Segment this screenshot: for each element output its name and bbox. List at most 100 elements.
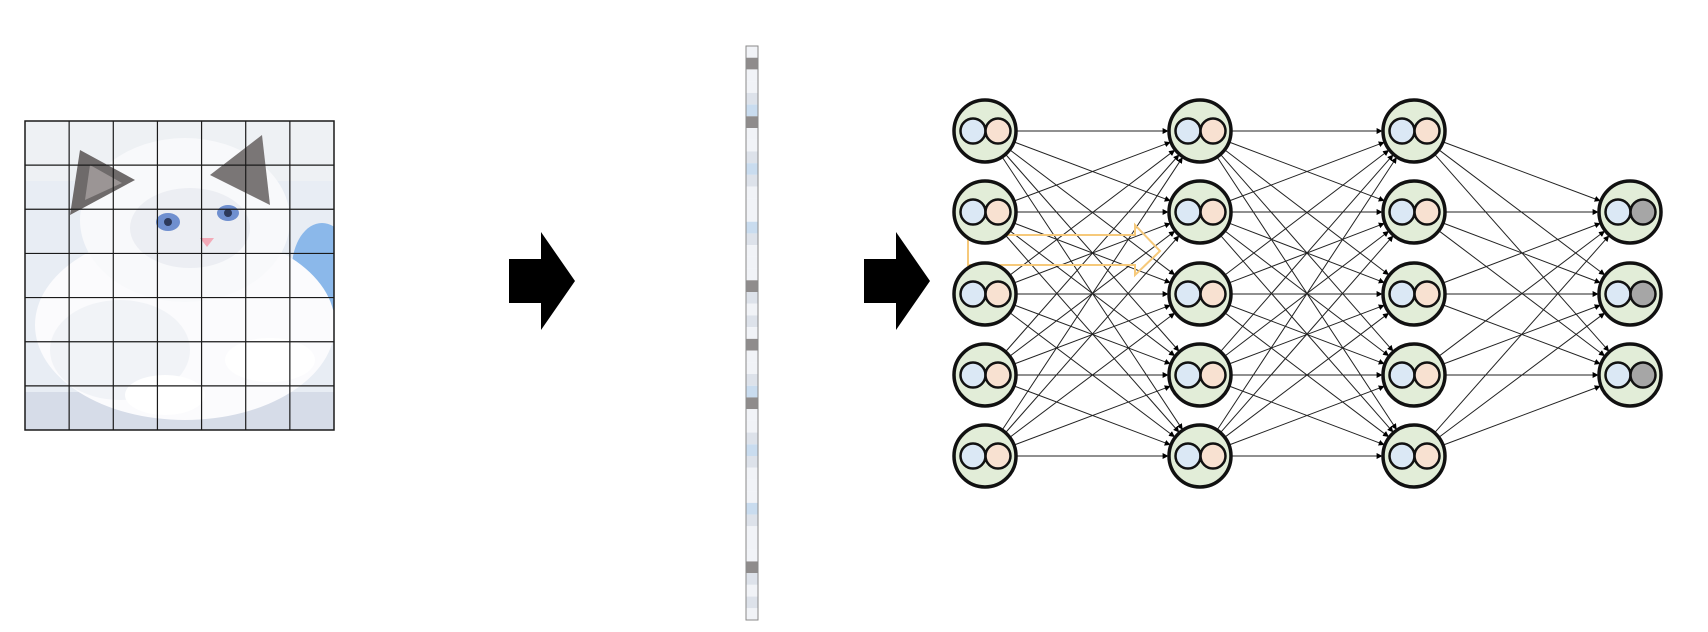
vector-cell [746,561,758,573]
vector-cell [746,315,758,327]
vector-cell [746,198,758,210]
neuron-weight-circle [1176,363,1201,388]
neuron-weight-circle [1390,282,1415,307]
vector-cell [746,105,758,117]
neuron-weight-circle [961,282,986,307]
vector-cell [746,304,758,316]
vector-cell [746,233,758,245]
neuron-weight-circle [1176,282,1201,307]
neuron-activation-circle [1415,363,1440,388]
vector-cell [746,386,758,398]
vector-cell [746,351,758,363]
vector-cell [746,479,758,491]
neuron-weight-circle [1606,363,1631,388]
vector-cell [746,58,758,70]
output-neuron [1599,263,1661,325]
vector-cell [746,456,758,468]
neuron [1383,100,1445,162]
neuron [954,181,1016,243]
neuron-activation-circle [986,119,1011,144]
neuron-activation-circle [986,200,1011,225]
neuron [954,344,1016,406]
neuron-activation-circle [1631,363,1656,388]
neuron-activation-circle [1631,200,1656,225]
kitten-right-pupil [224,209,232,217]
neuron [954,425,1016,487]
vector-cell [746,140,758,152]
vector-cell [746,608,758,620]
output-neuron [1599,181,1661,243]
vector-cell [746,187,758,199]
vector-cell [746,151,758,163]
vector-cell [746,397,758,409]
vector-cell [746,515,758,527]
neuron [954,263,1016,325]
neuron-weight-circle [1606,200,1631,225]
input-image [25,121,352,430]
kitten-left-paw [125,375,205,415]
output-neuron [1599,344,1661,406]
neuron-activation-circle [1415,444,1440,469]
neuron-weight-circle [961,444,986,469]
vector-cell [746,269,758,281]
vector-cell [746,585,758,597]
right-arrow-icon [509,232,575,330]
vector-cell [746,597,758,609]
neuron-activation-circle [1201,119,1226,144]
vector-cell [746,116,758,128]
neuron-weight-circle [961,200,986,225]
vector-cell [746,292,758,304]
vector-cell [746,257,758,269]
vector-cell [746,468,758,480]
flattened-vector [746,46,758,620]
right-arrow-icon [864,232,930,330]
neuron-activation-circle [1415,200,1440,225]
neuron-activation-circle [1631,282,1656,307]
network-edges [1002,131,1609,456]
neuron-weight-circle [1176,119,1201,144]
vector-cell [746,503,758,515]
vector-cell [746,538,758,550]
neuron [1169,425,1231,487]
neuron-activation-circle [1201,282,1226,307]
neuron-weight-circle [961,119,986,144]
neuron-activation-circle [986,282,1011,307]
vector-cell [746,433,758,445]
vector-cell [746,128,758,140]
vector-cell [746,491,758,503]
vector-cell [746,46,758,58]
vector-cell [746,69,758,81]
neuron-activation-circle [1415,282,1440,307]
vector-cell [746,280,758,292]
neuron [1383,263,1445,325]
kitten-right-paw [225,338,315,382]
neuron-weight-circle [1390,444,1415,469]
vector-cell [746,526,758,538]
vector-cell [746,409,758,421]
neuron [1383,425,1445,487]
vector-cell [746,163,758,175]
kitten-face-mask [130,188,250,268]
vector-cell [746,362,758,374]
neuron [1169,263,1231,325]
neuron-activation-circle [1201,200,1226,225]
neuron [954,100,1016,162]
vector-cell [746,327,758,339]
neuron [1383,181,1445,243]
vector-cell [746,93,758,105]
vector-cell [746,444,758,456]
network-edge [1443,386,1600,445]
neuron-weight-circle [1390,200,1415,225]
neuron-weight-circle [1390,363,1415,388]
neuron-weight-circle [1390,119,1415,144]
vector-cell [746,245,758,257]
vector-cell [746,339,758,351]
neuron-activation-circle [1201,444,1226,469]
neuron [1169,181,1231,243]
neuron [1169,344,1231,406]
neuron [1383,344,1445,406]
neuron-activation-circle [986,363,1011,388]
neuron [1169,100,1231,162]
kitten-left-pupil [164,218,172,226]
